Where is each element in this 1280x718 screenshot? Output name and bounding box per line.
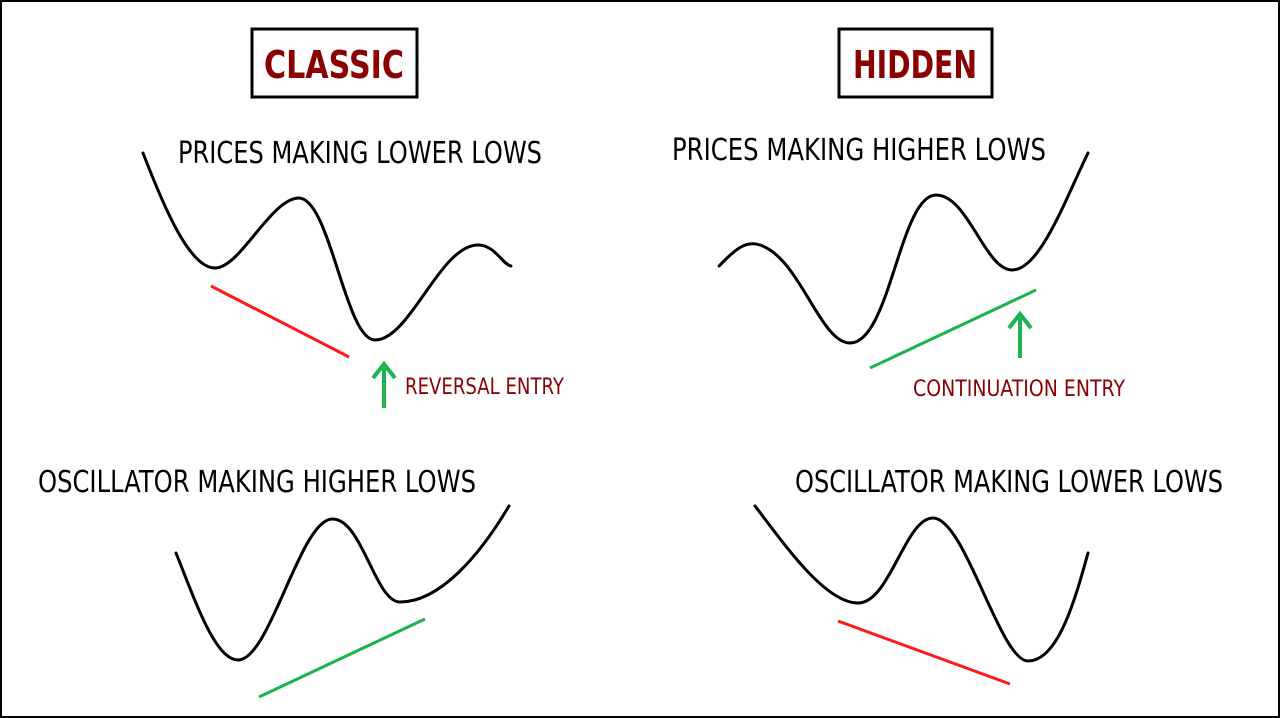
hidden-oscillator-curve bbox=[753, 504, 1090, 663]
classic-price-curve bbox=[141, 151, 513, 342]
up-arrow-icon bbox=[1007, 310, 1033, 358]
hidden-title: HIDDEN bbox=[853, 43, 977, 87]
hidden-price-label: PRICES MAKING HIGHER LOWS bbox=[672, 133, 1046, 168]
classic-entry-label: REVERSAL ENTRY bbox=[405, 375, 564, 400]
hidden-entry-label: CONTINUATION ENTRY bbox=[913, 377, 1125, 402]
hidden-price-curve bbox=[717, 151, 1090, 345]
classic-price-trendline bbox=[210, 284, 350, 359]
classic-oscillator-label: OSCILLATOR MAKING HIGHER LOWS bbox=[38, 465, 476, 500]
classic-title: CLASSIC bbox=[264, 43, 404, 87]
hidden-price-trendline bbox=[869, 288, 1037, 370]
hidden-title-box: HIDDEN bbox=[837, 27, 994, 99]
hidden-oscillator-trendline bbox=[837, 619, 1011, 686]
classic-oscillator-curve bbox=[174, 504, 511, 662]
classic-oscillator-trendline bbox=[258, 617, 426, 699]
classic-price-label: PRICES MAKING LOWER LOWS bbox=[178, 136, 542, 171]
up-arrow-icon bbox=[371, 360, 397, 408]
classic-title-box: CLASSIC bbox=[250, 27, 419, 99]
hidden-oscillator-label: OSCILLATOR MAKING LOWER LOWS bbox=[795, 465, 1223, 500]
